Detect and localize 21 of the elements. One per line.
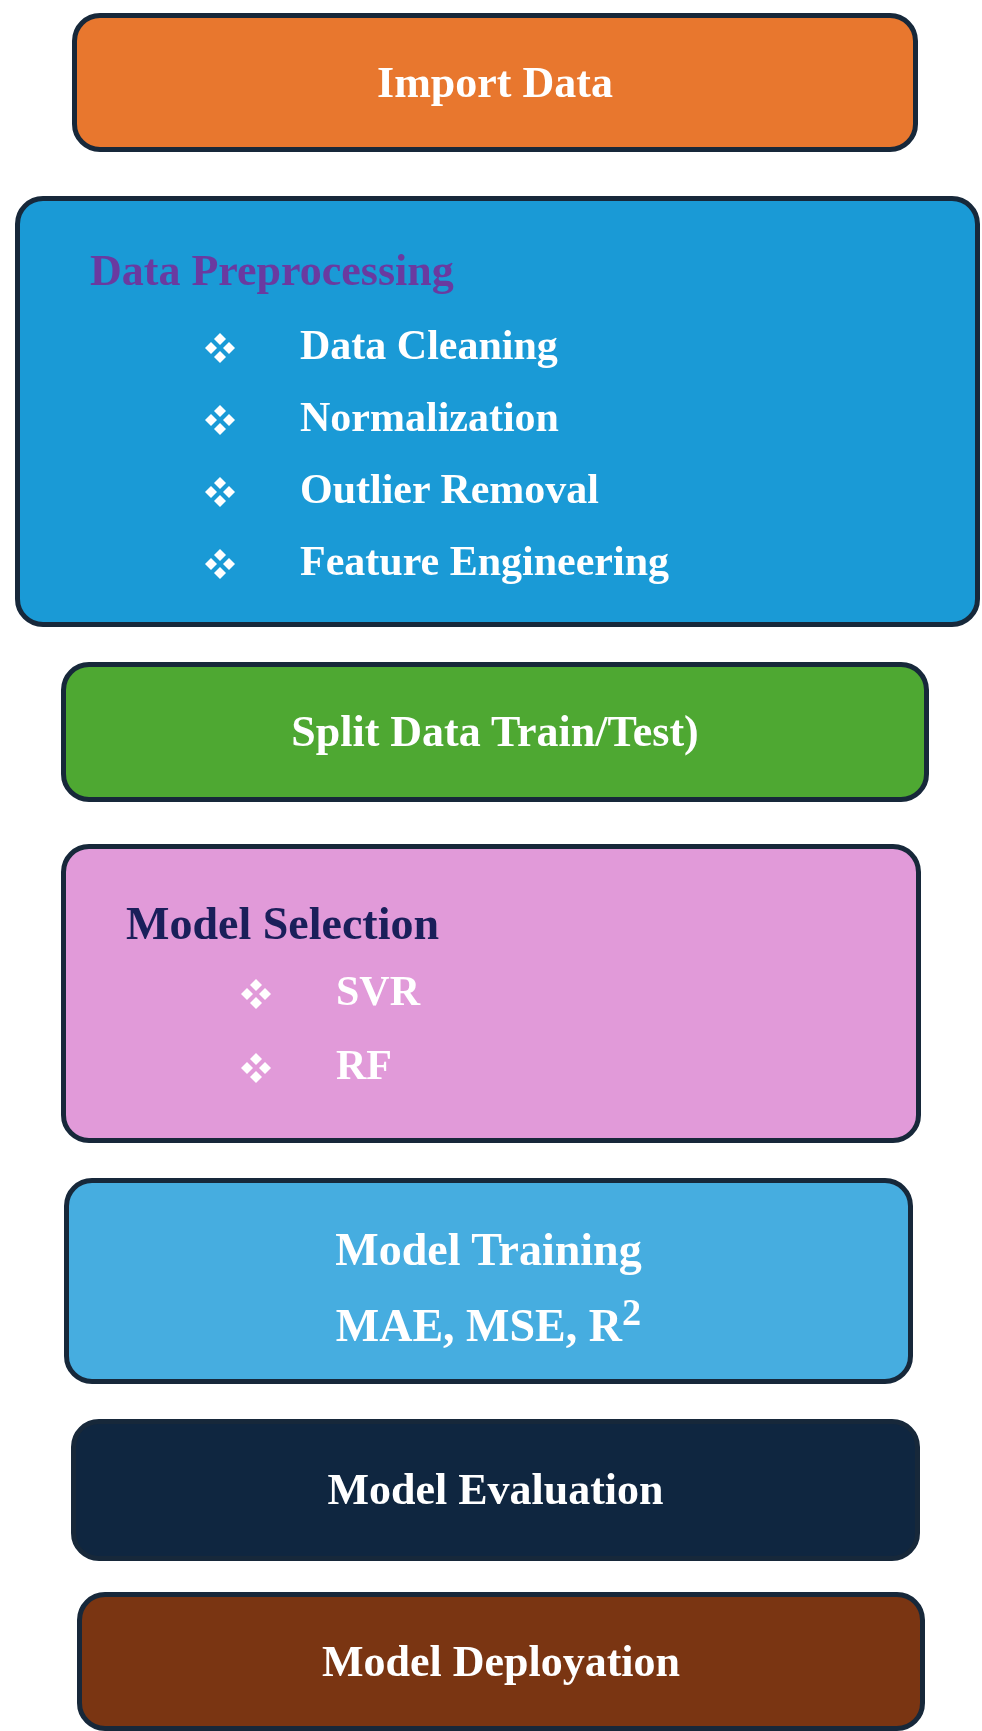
process-box xyxy=(72,13,918,152)
list-item: Normalization xyxy=(300,393,559,441)
box-heading: Data Preprocessing xyxy=(90,245,454,296)
process-box xyxy=(71,1419,920,1561)
box-label: Model Training xyxy=(334,1222,643,1277)
list-item: RF xyxy=(336,1041,392,1089)
list-item: Outlier Removal xyxy=(300,465,599,513)
box-label: Model Evaluation xyxy=(326,1464,665,1517)
list-item: SVR xyxy=(336,967,421,1015)
box-label: Import Data xyxy=(376,56,614,109)
box-heading: Model Selection xyxy=(126,897,439,950)
box-label: MAE, MSE, R$^{2}$ xyxy=(334,1290,643,1354)
box-label: Split Data Train/Test) xyxy=(290,706,700,759)
list-item: Data Cleaning xyxy=(300,321,558,369)
box-label: Model Deployation xyxy=(320,1635,682,1688)
process-box xyxy=(64,1178,913,1384)
process-box xyxy=(15,196,980,627)
process-box xyxy=(61,844,921,1143)
list-item: Feature Engineering xyxy=(300,537,670,585)
process-box xyxy=(61,662,929,802)
process-box xyxy=(77,1592,925,1731)
